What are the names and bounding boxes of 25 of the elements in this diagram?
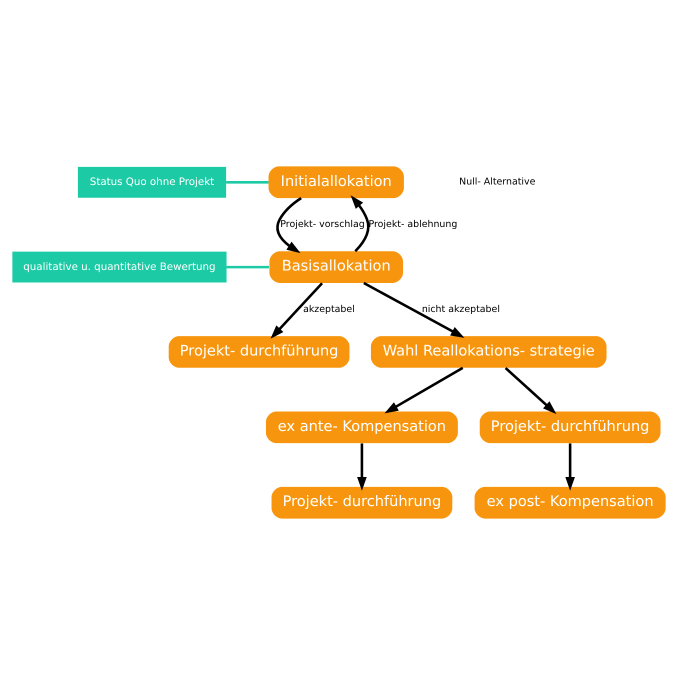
node-box: Initialallokation	[268, 166, 404, 198]
arrow	[276, 196, 302, 253]
node-box: Projekt- durchführung	[480, 410, 661, 443]
arrow	[350, 194, 370, 252]
arrow	[565, 442, 575, 490]
connector	[226, 265, 269, 268]
arrow	[384, 366, 464, 413]
node-box: Projekt- durchführung	[272, 486, 452, 518]
edge-label: Projekt- ablehnung	[368, 218, 458, 230]
node-box: Basisallokation	[269, 250, 404, 282]
node-box: Status Quo ohne Projekt	[78, 166, 226, 198]
arrow	[363, 281, 464, 338]
node-box: ex ante- Kompensation	[266, 410, 458, 443]
node-box: qualitative u. quantitative Bewertung	[12, 251, 227, 282]
label: Null- Alternative	[459, 176, 536, 188]
arrow	[270, 282, 324, 338]
edge-label: nicht akzeptabel	[422, 303, 500, 314]
edge-label: Projekt- vorschlag	[280, 218, 365, 230]
node-box: Wahl Reallokations- strategie	[370, 336, 607, 368]
arrow	[504, 366, 556, 414]
edge-label: akzeptabel	[303, 303, 355, 314]
node-box: Projekt- durchführung	[168, 336, 350, 368]
node-box: ex post- Kompensation	[474, 486, 666, 518]
connector	[226, 180, 268, 184]
arrow	[357, 442, 367, 490]
